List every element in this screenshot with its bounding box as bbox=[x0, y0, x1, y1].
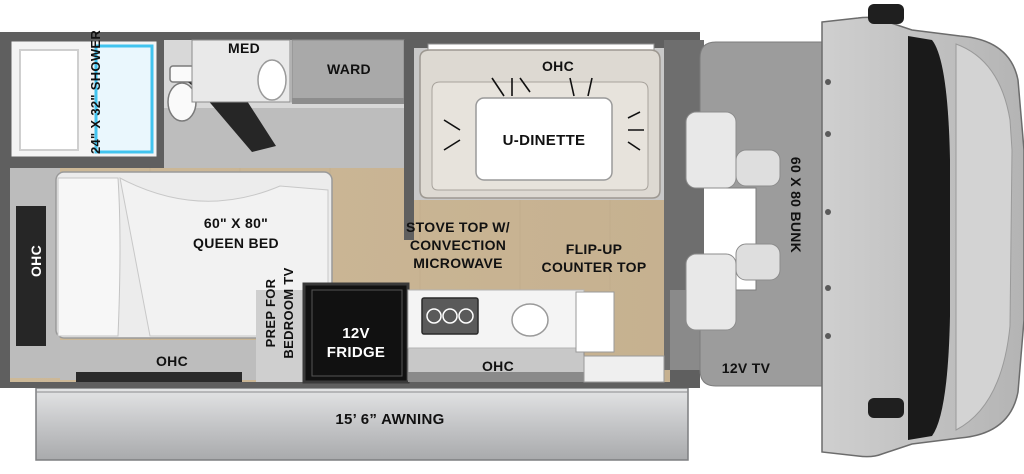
fridge bbox=[302, 282, 410, 384]
ohc-bottom-left-label: OHC bbox=[155, 353, 188, 369]
ohc-top-label: OHC bbox=[541, 58, 574, 74]
ohc-bottom-left-cabinet bbox=[76, 372, 242, 382]
fridge-label-line2: FRIDGE bbox=[326, 344, 386, 361]
flip-up-counter bbox=[575, 291, 615, 353]
flip-up-label-line1: FLIP-UP bbox=[565, 241, 623, 257]
prep-tv-label-line1: PREP FOR bbox=[263, 278, 278, 348]
queen-bed-label-line2: QUEEN BED bbox=[193, 235, 279, 251]
stove-top bbox=[421, 297, 479, 335]
ohc-left-cabinet bbox=[16, 206, 46, 346]
awning-label: 15’ 6” AWNING bbox=[335, 411, 445, 428]
ward-label: WARD bbox=[327, 61, 371, 77]
ohc-left-label: OHC bbox=[28, 245, 44, 278]
shower-glass bbox=[94, 44, 154, 154]
stove-label-line2: CONVECTION bbox=[409, 237, 507, 253]
stove-label-line3: MICROWAVE bbox=[413, 255, 503, 271]
ohc-bottom-mid-label: OHC bbox=[481, 358, 514, 374]
u-dinette-label: U-DINETTE bbox=[502, 132, 586, 149]
passenger-seat bbox=[685, 253, 737, 331]
fridge-label-line1: 12V bbox=[342, 325, 370, 342]
bunk-label: 60 X 80 BUNK bbox=[788, 156, 804, 254]
dinette-table bbox=[475, 97, 613, 181]
stove-label-line1: STOVE TOP W/ bbox=[406, 219, 510, 235]
galley-sink bbox=[511, 303, 549, 337]
driver-seat bbox=[685, 111, 737, 189]
tv-12v-label: 12V TV bbox=[721, 360, 771, 376]
prep-tv-label-line2: BEDROOM TV bbox=[281, 267, 296, 359]
shower-label: 24" X 32" SHOWER bbox=[88, 29, 103, 154]
awning bbox=[35, 387, 689, 461]
med-label: MED bbox=[227, 40, 260, 56]
queen-bed-label-line1: 60" X 80" bbox=[203, 215, 269, 231]
flip-up-label-line2: COUNTER TOP bbox=[541, 259, 647, 275]
wardrobe bbox=[291, 39, 405, 103]
